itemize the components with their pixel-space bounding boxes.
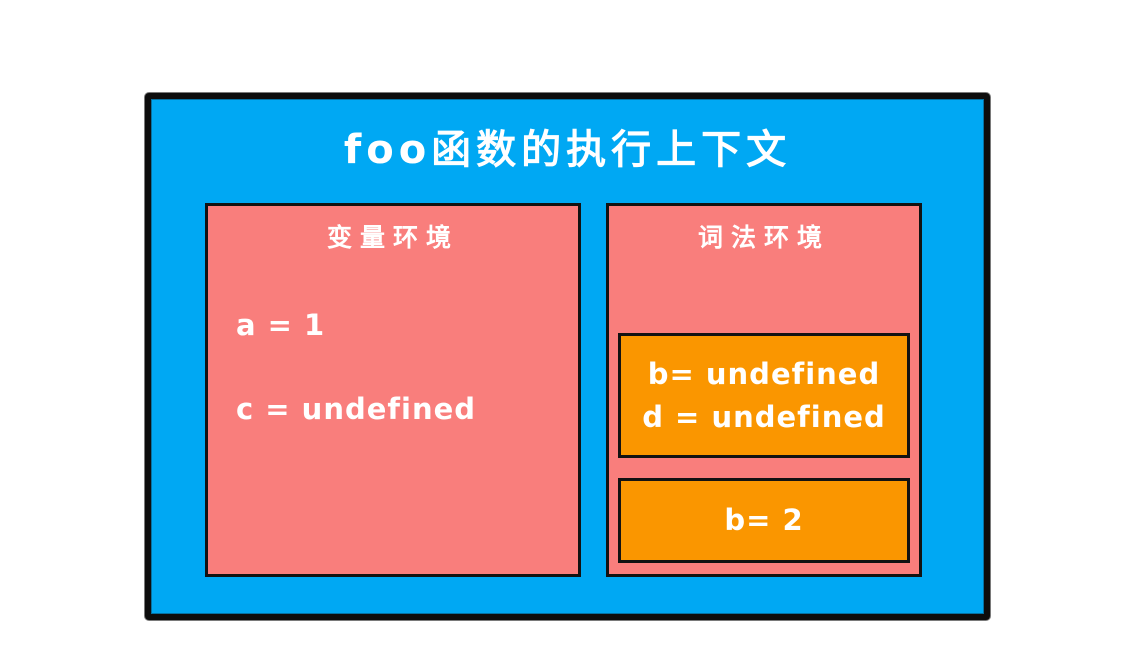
variable-entry-c: c = undefined bbox=[236, 392, 477, 426]
execution-context-box: foo函数的执行上下文 变量环境 a = 1 c = undefined 词法环… bbox=[145, 93, 990, 620]
variable-entry-a: a = 1 bbox=[236, 308, 326, 342]
variable-environment-label: 变量环境 bbox=[326, 223, 459, 252]
variable-environment-box: 变量环境 a = 1 c = undefined bbox=[205, 203, 581, 577]
lexical-entry-b-2: b= 2 bbox=[724, 503, 804, 538]
lexical-environment-label: 词法环境 bbox=[697, 223, 830, 252]
lexical-scope-block-outer: b= undefined d = undefined bbox=[618, 333, 910, 458]
diagram-title: foo函数的执行上下文 bbox=[343, 127, 792, 173]
lexical-entry-d-undefined: d = undefined bbox=[642, 399, 886, 434]
lexical-entry-b-undefined: b= undefined bbox=[647, 356, 881, 391]
lexical-scope-block-inner: b= 2 bbox=[618, 478, 910, 563]
lexical-environment-box: 词法环境 b= undefined d = undefined b= 2 bbox=[606, 203, 922, 577]
